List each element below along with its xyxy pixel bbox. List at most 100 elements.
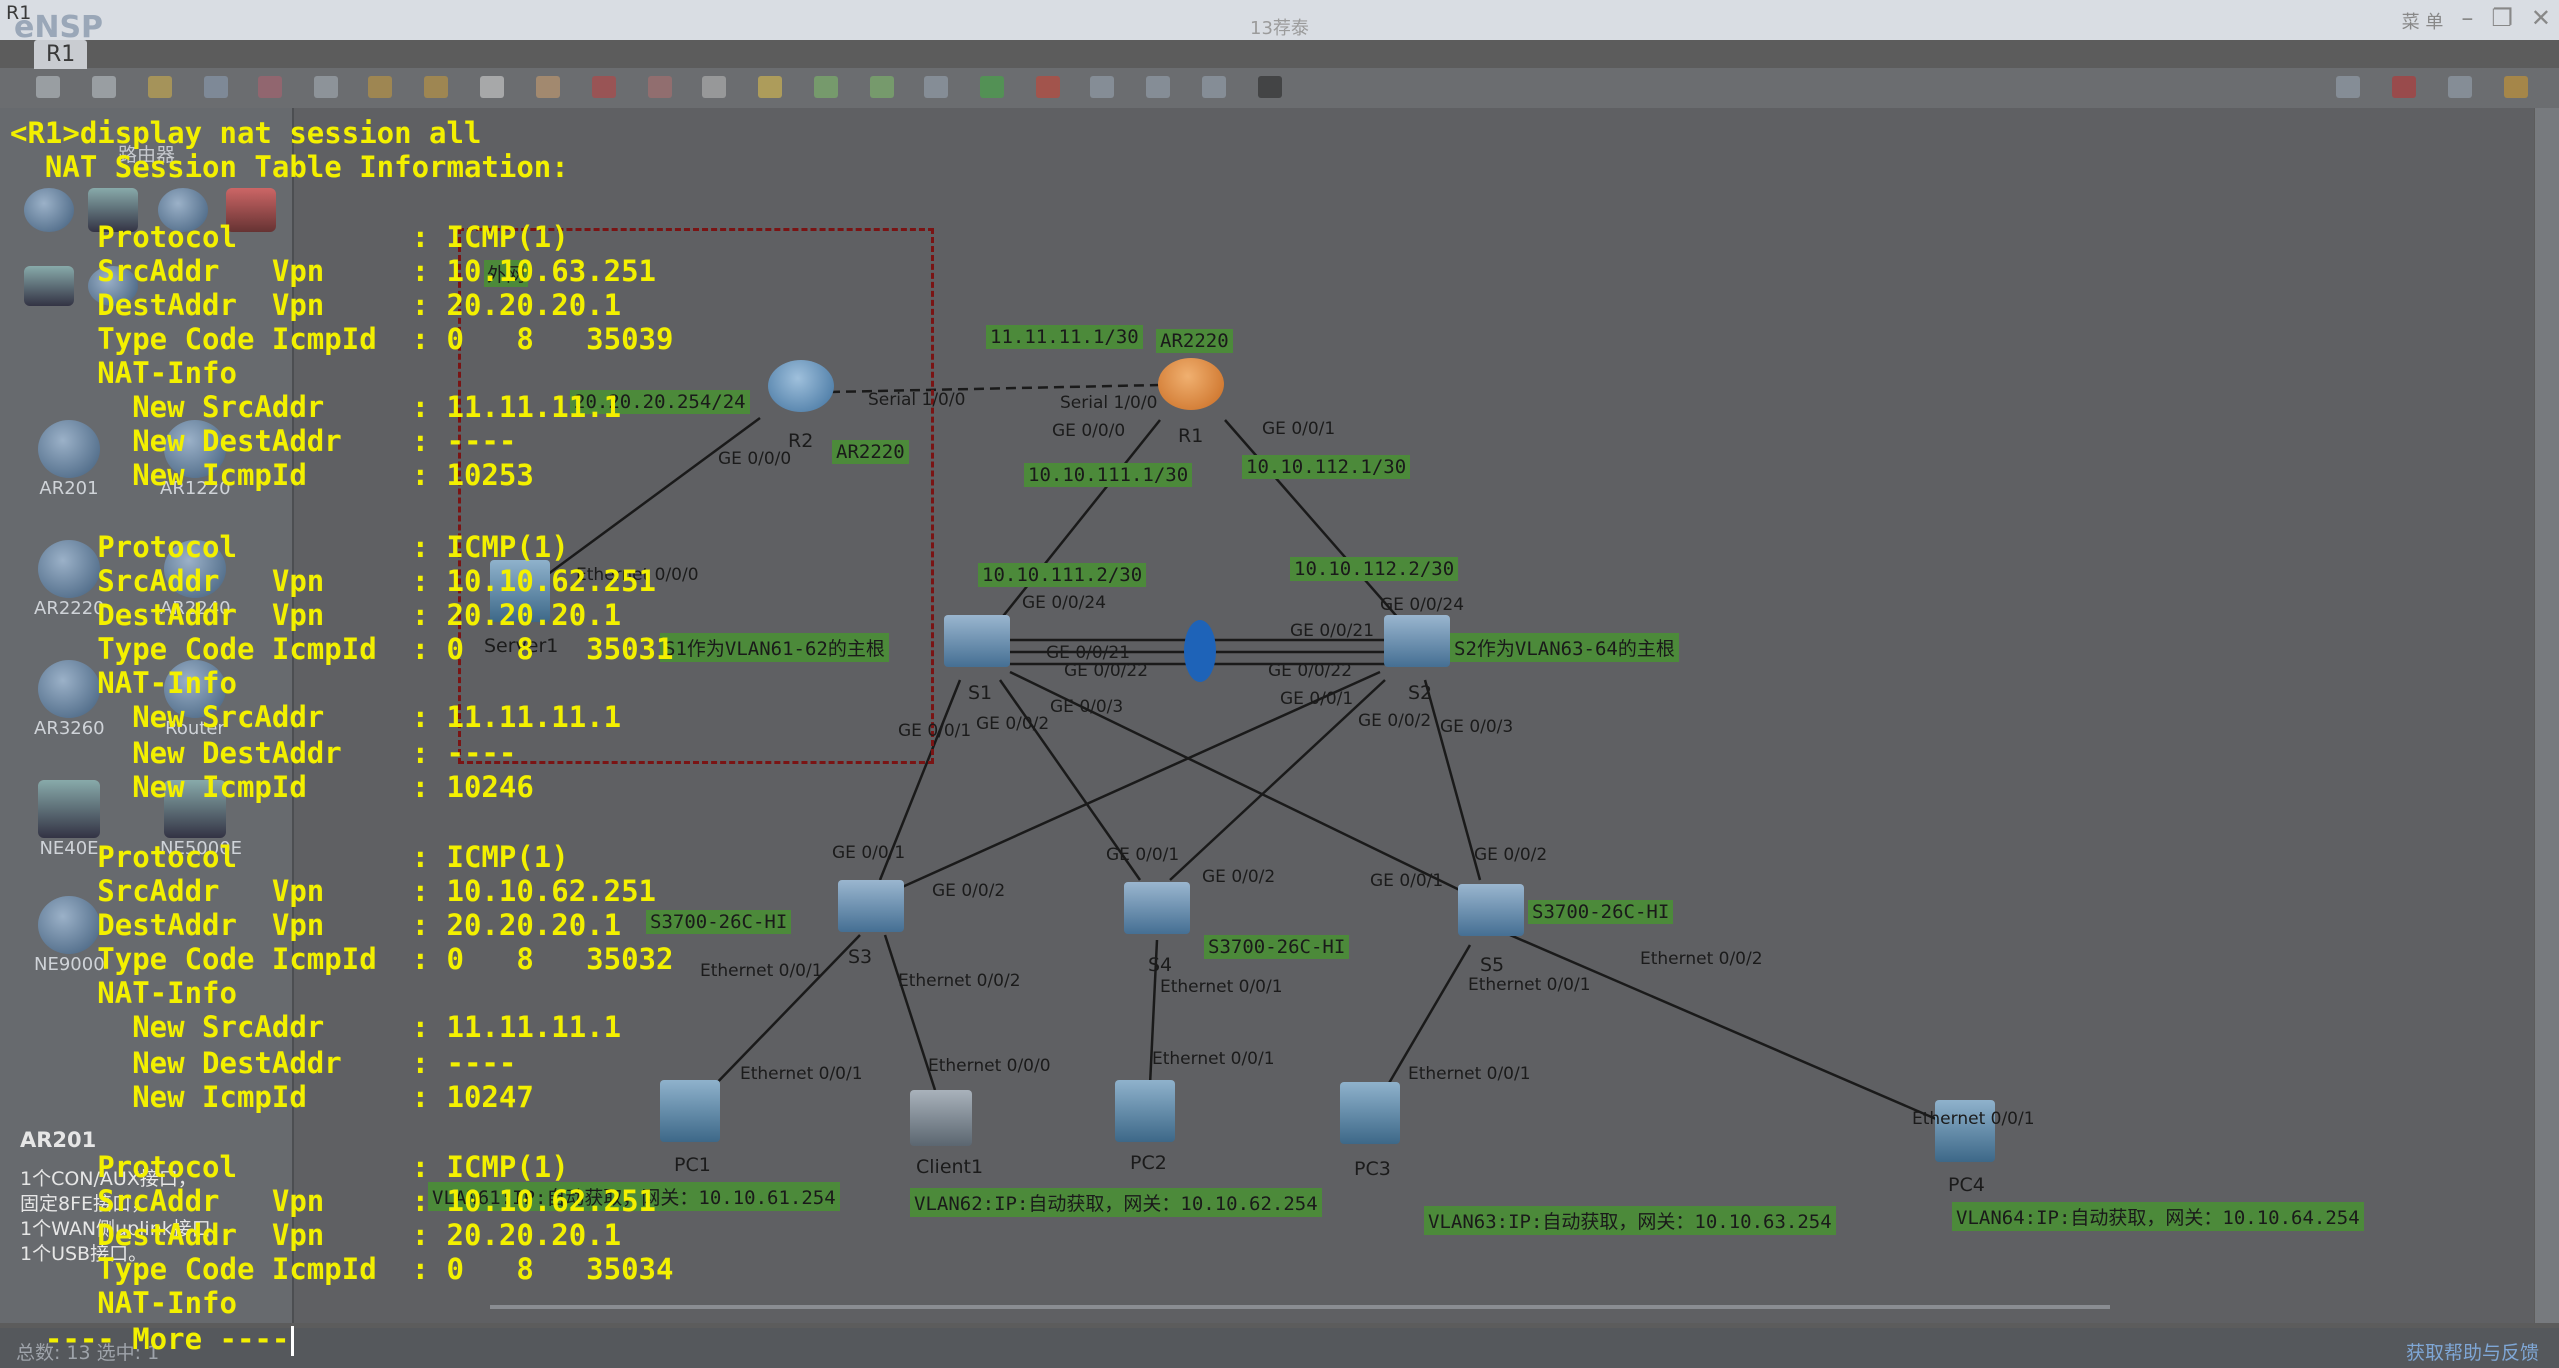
device-wlan-category-icon[interactable] xyxy=(148,188,218,232)
open-folder-icon[interactable] xyxy=(148,76,172,98)
pc3-icon[interactable] xyxy=(1340,1082,1400,1144)
terminal-line: New SrcAddr : 11.11.11.1 xyxy=(10,700,622,734)
device-ar1220[interactable]: AR1220 xyxy=(160,420,231,499)
restore-icon[interactable]: ❐ xyxy=(2491,4,2513,32)
label-r2-ip: 20.20.20.254/24 xyxy=(570,390,750,414)
router-r2-icon[interactable] xyxy=(768,360,834,412)
device-ne5000e[interactable]: NE5000E xyxy=(160,780,242,859)
label-s4-model: S3700-26C-HI xyxy=(1204,935,1350,959)
device-ar2220[interactable]: AR2220 xyxy=(34,540,105,619)
capture-icon[interactable] xyxy=(1090,76,1114,98)
node-name-outside: 外网 xyxy=(484,260,529,287)
vertical-scrollbar[interactable] xyxy=(2535,108,2559,1323)
print-icon[interactable] xyxy=(314,76,338,98)
terminal-line: New SrcAddr : 11.11.11.1 xyxy=(10,390,622,424)
node-name-pc3: PC3 xyxy=(1354,1158,1391,1180)
switch-s3-icon[interactable] xyxy=(838,880,904,932)
port-s3-ge01: GE 0/0/1 xyxy=(832,843,906,863)
new-file-icon[interactable] xyxy=(92,76,116,98)
pc1-icon[interactable] xyxy=(660,1080,720,1142)
device-firewall-category-icon[interactable] xyxy=(216,188,286,232)
label-s1-ip: 10.10.111.2/30 xyxy=(978,563,1147,587)
router-r1-icon[interactable] xyxy=(1158,358,1224,410)
delete-icon[interactable] xyxy=(592,76,616,98)
undo-icon[interactable] xyxy=(368,76,392,98)
label-s1-link: 10.10.111.1/30 xyxy=(1024,463,1193,487)
node-name-pc4: PC4 xyxy=(1948,1174,1985,1196)
port-s2-ge021: GE 0/0/21 xyxy=(1290,621,1375,641)
terminal-more-prompt[interactable]: ---- More ---- xyxy=(10,1322,295,1356)
status-bar: 总数: 13 选中: 1 获取帮助与反馈 xyxy=(0,1328,2559,1368)
chat-icon[interactable] xyxy=(2336,76,2360,98)
settings-gear-icon[interactable] xyxy=(2448,76,2472,98)
link-s1-s4 xyxy=(998,679,1142,881)
select-pointer-icon[interactable] xyxy=(480,76,504,98)
terminal-line: New IcmpId : 10253 xyxy=(10,458,534,492)
link-s2-s4 xyxy=(1169,679,1386,881)
link-r1-s1 xyxy=(999,419,1161,621)
screenshot-icon[interactable] xyxy=(1258,76,1282,98)
server1-icon[interactable] xyxy=(490,560,550,622)
device-ar2240[interactable]: AR2240 xyxy=(160,540,231,619)
link-r1-s2 xyxy=(1224,419,1401,621)
redo-icon[interactable] xyxy=(424,76,448,98)
switch-s2-icon[interactable] xyxy=(1384,615,1450,667)
pc4-icon[interactable] xyxy=(1935,1100,1995,1162)
switch-s5-icon[interactable] xyxy=(1458,884,1524,936)
zoom-out-icon[interactable] xyxy=(870,76,894,98)
fit-view-icon[interactable] xyxy=(924,76,948,98)
save-icon[interactable] xyxy=(204,76,228,98)
device-description: AR201 1个CON/AUX接口， 固定8FE接口， 1个WAN侧uplink… xyxy=(20,1128,230,1267)
delete-all-icon[interactable] xyxy=(648,76,672,98)
topology-icon[interactable] xyxy=(1146,76,1170,98)
start-all-icon[interactable] xyxy=(980,76,1004,98)
device-ar3260[interactable]: AR3260 xyxy=(34,660,105,739)
text-note-icon[interactable] xyxy=(702,76,726,98)
port-server-eth: Ethernet 0/0/0 xyxy=(576,565,699,585)
node-name-s3: S3 xyxy=(848,946,873,968)
device-ne40e[interactable]: NE40E xyxy=(34,780,104,859)
port-s1-ge022: GE 0/0/22 xyxy=(1064,661,1149,681)
minimize-icon[interactable]: – xyxy=(2461,4,2474,32)
device-cloud-category-icon[interactable] xyxy=(78,266,148,306)
ensp-titlebar: eNSP 13荐泰 菜 单 – ❐ ✕ xyxy=(0,0,2559,45)
device-ne9000[interactable]: NE9000 xyxy=(34,896,105,975)
client1-icon[interactable] xyxy=(910,1090,972,1146)
terminal-line: NAT-Info xyxy=(10,356,237,390)
help-icon[interactable] xyxy=(2504,76,2528,98)
help-feedback-link[interactable]: 获取帮助与反馈 xyxy=(2405,1342,2539,1364)
device-router[interactable]: Router xyxy=(160,660,230,739)
node-name-s2: S2 xyxy=(1408,682,1433,704)
terminal-line: New SrcAddr : 11.11.11.1 xyxy=(10,1010,622,1044)
device-pc-category-icon[interactable] xyxy=(14,266,84,306)
port-s1-ge021: GE 0/0/21 xyxy=(1046,643,1131,663)
zoom-in-icon[interactable] xyxy=(814,76,838,98)
ensp-logo: eNSP xyxy=(14,10,104,45)
port-s2-ge03: GE 0/0/3 xyxy=(1440,717,1514,737)
huawei-icon[interactable] xyxy=(2392,76,2416,98)
close-icon[interactable]: ✕ xyxy=(2530,4,2551,32)
save-as-icon[interactable] xyxy=(258,76,282,98)
new-topology-icon[interactable] xyxy=(36,76,60,98)
link-s4-pc2 xyxy=(1148,939,1159,1086)
pan-hand-icon[interactable] xyxy=(536,76,560,98)
menu-button[interactable]: 菜 单 xyxy=(2401,12,2444,33)
switch-s1-icon[interactable] xyxy=(944,615,1010,667)
device-switch-category-icon[interactable] xyxy=(78,188,148,232)
terminal-line: New IcmpId : 10247 xyxy=(10,1080,534,1114)
port-s5-eth2: Ethernet 0/0/2 xyxy=(1640,949,1763,969)
device-description-line: 1个CON/AUX接口， xyxy=(20,1168,197,1190)
port-s2-ge024: GE 0/0/24 xyxy=(1380,595,1465,615)
rectangle-icon[interactable] xyxy=(758,76,782,98)
link-s3-pc1 xyxy=(709,934,861,1091)
device-section-label: 路由器 xyxy=(118,144,176,166)
terminal-line: DestAddr Vpn : 20.20.20.1 xyxy=(10,1218,622,1252)
switch-s4-icon[interactable] xyxy=(1124,882,1190,934)
device-router-category-icon[interactable] xyxy=(14,188,84,232)
pc2-icon[interactable] xyxy=(1115,1080,1175,1142)
horizontal-scrollbar[interactable] xyxy=(490,1305,2110,1309)
device-ar201[interactable]: AR201 xyxy=(34,420,104,499)
stop-all-icon[interactable] xyxy=(1036,76,1060,98)
grid-icon[interactable] xyxy=(1202,76,1226,98)
